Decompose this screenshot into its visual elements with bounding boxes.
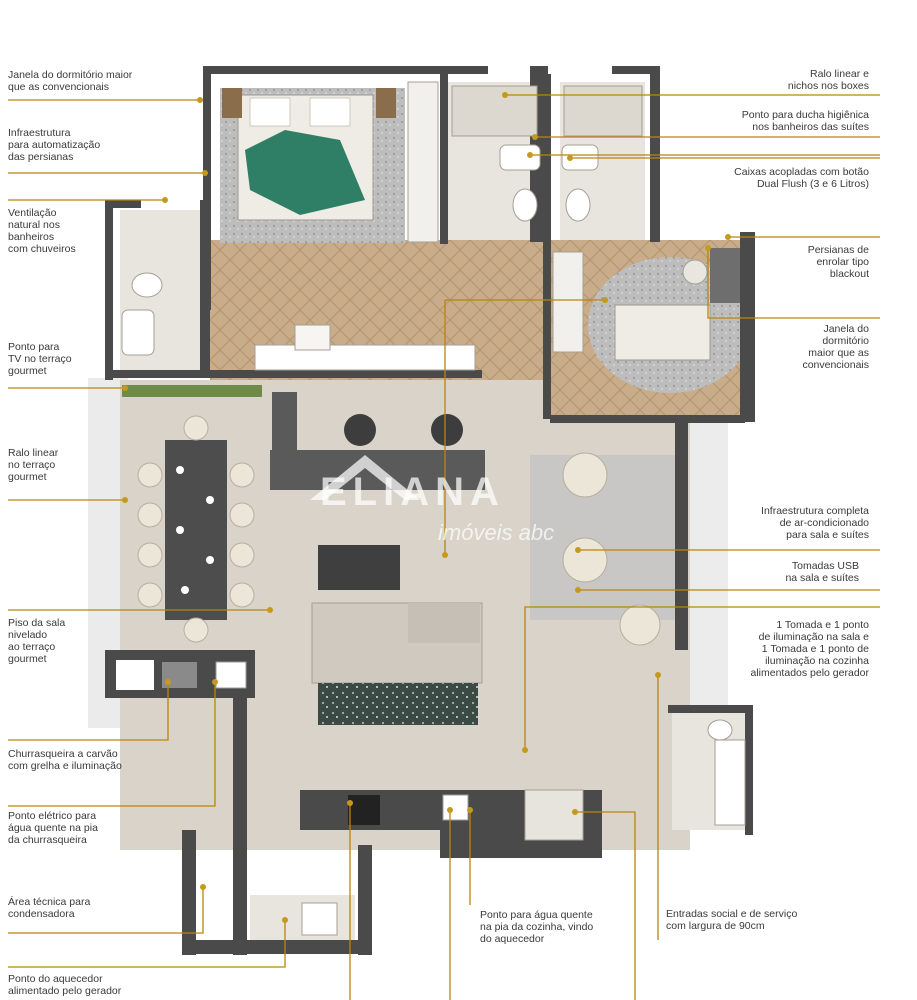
kitchen-column — [272, 392, 297, 452]
shower-2 — [563, 85, 643, 137]
label-persianas-blackout: Persianas de enrolar tipo blackout — [807, 244, 869, 280]
table-decor — [176, 466, 214, 594]
label-ducha-higienica: Ponto para ducha higiênica nos banheiros… — [741, 109, 869, 133]
stool-1 — [344, 414, 376, 446]
cooktop — [348, 795, 380, 825]
dining-chairs — [137, 415, 255, 643]
terrazzo-bench — [318, 683, 478, 725]
right-suite-bed — [614, 304, 711, 361]
label-ventilacao-natural: Ventilação natural nos banheiros com chu… — [8, 207, 76, 255]
sink-1 — [499, 144, 541, 171]
fridge — [524, 789, 584, 841]
label-automacao-persianas: Infraestrutura para automatização das pe… — [8, 127, 101, 163]
label-tomadas-usb: Tomadas USB na sala e suítes — [785, 560, 859, 584]
service-shower — [714, 739, 746, 826]
nightstand-left — [222, 88, 242, 118]
toilet-1 — [512, 188, 538, 222]
label-janela-dormitorio-dir: Janela do dormitório maior que as conven… — [802, 323, 869, 371]
corridor-console — [254, 344, 476, 371]
label-churrasqueira: Churrasqueira a carvão com grelha e ilum… — [8, 748, 122, 772]
label-area-tecnica: Área técnica para condensadora — [8, 896, 91, 920]
callout-dots — [122, 92, 731, 923]
pillow-left — [249, 97, 291, 127]
sofa-back — [408, 603, 480, 643]
callout-lines — [8, 94, 880, 1000]
watermark-title: ELIANA — [320, 470, 505, 514]
bed-blanket — [245, 130, 365, 215]
label-piso-nivelado: Piso da sala nivelado ao terraço gourmet — [8, 617, 66, 665]
bbq-sink — [215, 661, 247, 689]
watermark-roof-icon — [310, 455, 420, 500]
console-drawer — [294, 324, 331, 351]
label-ponto-eletrico-churrasqueira: Ponto elétrico para água quente na pia d… — [8, 810, 98, 846]
bbq-box-white — [116, 660, 154, 690]
toilet-2 — [565, 188, 591, 222]
living-rug — [530, 455, 685, 620]
dining-table — [165, 440, 227, 620]
shower-1 — [451, 85, 538, 137]
label-ponto-aquecedor: Ponto do aquecedor alimentado pelo gerad… — [8, 973, 122, 997]
nightstand-right — [376, 88, 396, 118]
stool-2 — [431, 414, 463, 446]
right-suite-desk — [710, 248, 740, 303]
watermark-subtitle: imóveis abc — [438, 520, 555, 545]
toilet-left — [131, 272, 163, 298]
terrace-planter — [122, 385, 262, 397]
living-right-shadow — [688, 420, 728, 720]
label-caixas-acopladas: Caixas acopladas com botão Dual Flush (3… — [734, 166, 869, 190]
armchair-1 — [562, 452, 608, 498]
label-tomada-gerador: 1 Tomada e 1 ponto de iluminação na sala… — [750, 619, 870, 679]
label-agua-quente-cozinha: Ponto para água quente na pia da cozinha… — [480, 909, 594, 945]
sink-left — [121, 309, 155, 356]
right-suite-wardrobe — [552, 251, 584, 353]
wardrobe — [407, 81, 439, 243]
label-ponto-tv-terraco: Ponto para TV no terraço gourmet — [8, 341, 72, 377]
label-janela-dormitorio-esq: Janela do dormitório maior que as conven… — [8, 69, 133, 93]
pillow-right — [309, 97, 351, 127]
coffee-table — [318, 545, 400, 590]
label-ralo-terraco: Ralo linear no terraço gourmet — [8, 447, 59, 483]
label-ar-condicionado: Infraestrutura completa de ar-condiciona… — [761, 505, 869, 541]
service-toilet — [707, 719, 733, 741]
label-entradas: Entradas social e de serviço com largura… — [666, 908, 798, 932]
kitchen-sink — [442, 794, 469, 821]
right-suite-chair — [682, 259, 708, 285]
label-ralo-boxes: Ralo linear e nichos nos boxes — [787, 68, 869, 92]
washer — [301, 902, 338, 936]
armchair-2 — [562, 537, 608, 583]
armchair-3 — [619, 604, 661, 646]
